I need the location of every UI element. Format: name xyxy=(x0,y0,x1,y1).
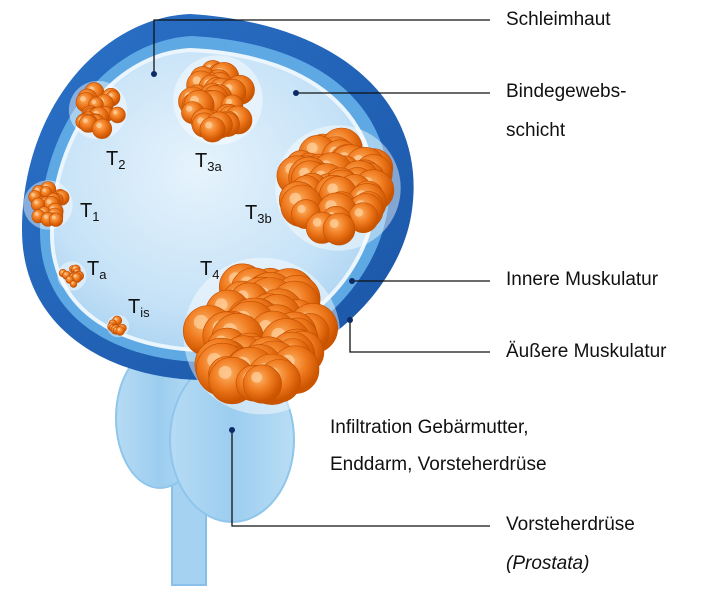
label-aeussere-muskulatur: Äußere Muskulatur xyxy=(506,340,667,364)
label-infiltration-1: Infiltration Gebärmutter, xyxy=(330,416,529,440)
label-vorsteherdruese: Vorsteherdrüse xyxy=(506,513,635,537)
label-innere-muskulatur: Innere Muskulatur xyxy=(506,268,658,292)
leader-aeussere xyxy=(350,320,490,352)
tumor-t1 xyxy=(23,180,72,229)
label-prostata: (Prostata) xyxy=(506,552,589,576)
tumor-tis xyxy=(107,315,129,337)
label-schicht: schicht xyxy=(506,119,565,143)
dot-bindegewebe xyxy=(293,90,299,96)
stage-label-t4: T4 xyxy=(200,258,219,280)
tumor-t3a xyxy=(173,55,263,145)
tumor-t3b xyxy=(275,125,400,250)
dot-innere xyxy=(349,278,355,284)
dot-aeussere xyxy=(347,317,353,323)
label-schleimhaut: Schleimhaut xyxy=(506,8,611,32)
stage-label-t1: T1 xyxy=(80,200,99,222)
label-infiltration-2: Enddarm, Vorsteherdrüse xyxy=(330,453,547,477)
tumor-t4 xyxy=(183,258,340,415)
stage-label-t3b: T3b xyxy=(245,202,272,224)
dot-vorsteher xyxy=(229,427,235,433)
stage-label-t2: T2 xyxy=(106,148,125,170)
stage-label-tis: Tis xyxy=(128,296,150,318)
stage-label-ta: Ta xyxy=(87,258,106,280)
dot-schleimhaut xyxy=(151,71,157,77)
tumor-ta xyxy=(57,261,86,290)
tumor-t2 xyxy=(69,81,127,139)
stage-label-t3a: T3a xyxy=(195,150,222,172)
label-bindegewebs: Bindegewebs- xyxy=(506,80,626,104)
